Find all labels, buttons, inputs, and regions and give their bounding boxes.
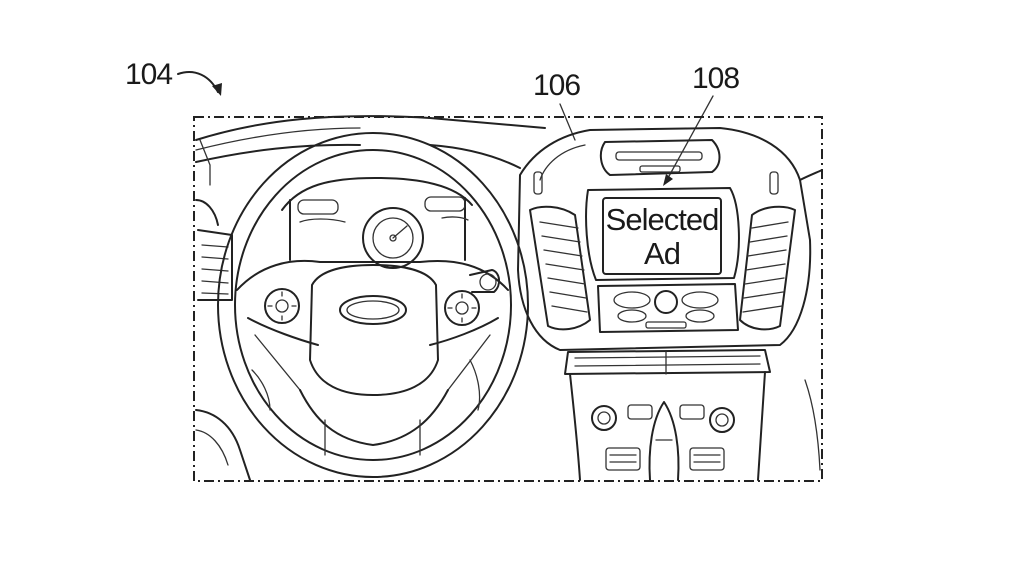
right-dashboard-edge [799, 169, 823, 471]
center-right-vent [739, 205, 796, 331]
curved-arrow-icon [177, 71, 219, 93]
leader-108-arrowhead-icon [663, 174, 673, 186]
display-screen: Selected Ad [585, 187, 740, 281]
steering-wheel [217, 132, 529, 478]
ref-label-106: 106 [533, 69, 580, 102]
lower-console [564, 349, 771, 481]
oval-emblem-icon [339, 295, 407, 325]
right-control-pad-icon [444, 290, 480, 326]
dashboard-outline [195, 115, 546, 226]
center-knob-icon [654, 290, 678, 314]
vehicle-interior-boundary [193, 116, 823, 482]
gear-shifter-icon [648, 401, 680, 481]
ref-label-104: 104 [125, 58, 172, 91]
climate-control-panel [597, 283, 739, 333]
screen-line-1: Selected [606, 202, 719, 237]
arrowhead-icon [212, 83, 222, 96]
center-stack [517, 127, 812, 351]
left-air-vent [197, 229, 233, 301]
instrument-cluster [281, 177, 473, 269]
ref-label-108: 108 [692, 62, 739, 95]
left-control-pad-icon [264, 288, 300, 324]
center-left-vent [529, 205, 591, 331]
screen-line-2: Ad [644, 236, 680, 271]
leader-108 [667, 95, 714, 179]
lower-left-panel [195, 359, 481, 481]
